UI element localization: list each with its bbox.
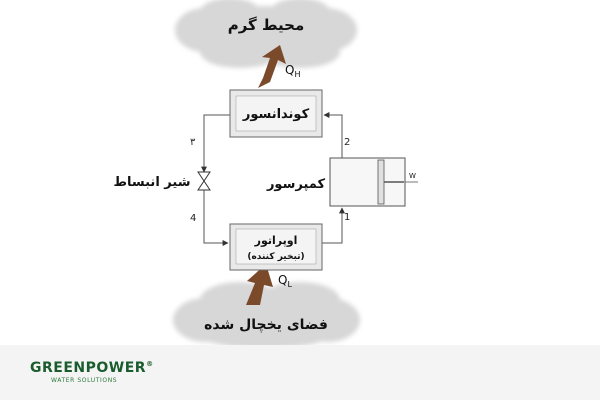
brand-registered-mark: ® — [146, 360, 154, 368]
heat-rejected-label: QH — [285, 63, 300, 79]
condenser: کوندانسور — [229, 89, 323, 138]
cold-environment-label: فضای یخچال شده — [204, 317, 328, 333]
evaporator-sublabel: (تبخیر کننده) — [247, 252, 304, 262]
compressor: W — [329, 157, 418, 207]
work-label: W — [409, 172, 416, 180]
expansion-valve-label: شیر انبساط — [114, 175, 191, 190]
evaporator: اوپراتور (تبخیر کننده) — [229, 223, 323, 271]
cold-environment-cloud: فضای یخچال شده — [173, 282, 360, 345]
evaporator-label: اوپراتور — [254, 234, 298, 247]
expansion-valve — [197, 171, 211, 191]
state-number-1: 1 — [344, 212, 350, 223]
state-number-2: 2 — [344, 137, 350, 148]
condenser-label: کوندانسور — [242, 107, 310, 122]
compressor-label: کمپرسور — [266, 177, 326, 192]
heat-absorbed-label: QL — [278, 273, 292, 289]
state-number-4: 4 — [190, 213, 196, 224]
heat-absorbed-arrow — [246, 264, 273, 305]
brand-logo: GREENPOWER® — [30, 360, 154, 376]
hot-environment-label: محیط گرم — [228, 16, 305, 34]
refrigerant-piping — [201, 112, 345, 246]
refrigeration-cycle-diagram: محیط گرم فضای یخچال شده QH QL — [114, 0, 418, 345]
footer-bar — [0, 345, 600, 400]
state-number-3: ۳ — [190, 137, 196, 148]
heat-rejected-arrow — [258, 45, 286, 88]
hot-environment-cloud: محیط گرم — [175, 0, 357, 68]
brand-name: GREENPOWER — [30, 360, 147, 376]
brand-subtitle: WATER SOLUTIONS — [51, 377, 118, 384]
